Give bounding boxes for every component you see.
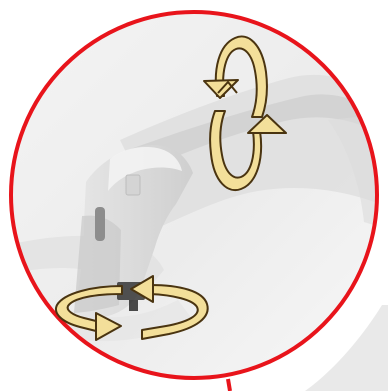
dark-pin: [129, 300, 138, 311]
screw-head: [126, 175, 140, 195]
screw-slot: [95, 207, 105, 241]
callout-line: [228, 379, 230, 391]
